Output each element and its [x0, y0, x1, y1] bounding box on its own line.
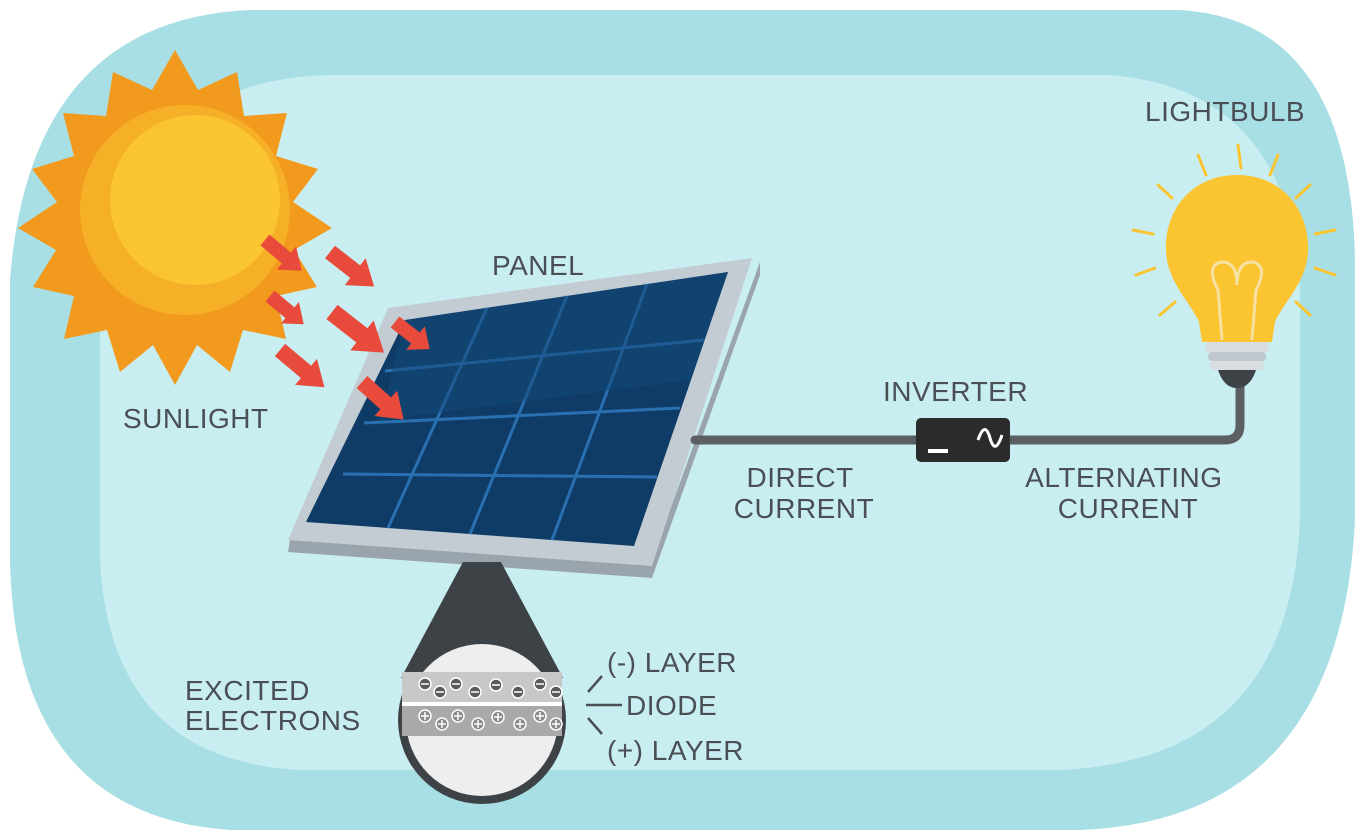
electron-icon [418, 677, 432, 691]
magnifier-icon [398, 562, 622, 804]
bulb-filament [1210, 260, 1264, 341]
sunlight-arrows [260, 234, 430, 420]
label-alternating-current: ALTERNATING CURRENT [1025, 462, 1231, 524]
diode-band [402, 702, 562, 706]
label-alternating-current-line1: ALTERNATING [1025, 462, 1222, 493]
label-positive-layer: (+) LAYER [607, 735, 744, 766]
proton-icon [435, 717, 449, 731]
sunlight-arrow-icon [265, 290, 304, 325]
bulb-glow-rays [1131, 143, 1337, 317]
label-sunlight: SUNLIGHT [123, 403, 269, 434]
proton-icon [471, 717, 485, 731]
electron-icon [511, 685, 525, 699]
sun-icon [18, 50, 332, 385]
sunlight-arrow-icon [274, 343, 325, 388]
proton-icon [491, 710, 505, 724]
wires [690, 375, 1245, 445]
electron-icon [489, 678, 503, 692]
label-inverter: INVERTER [883, 376, 1028, 407]
electron-icon [549, 685, 563, 699]
inverter-icon [916, 418, 1010, 462]
label-excited-electrons-line1: EXCITED [185, 675, 310, 706]
sunlight-arrow-icon [356, 376, 404, 420]
bulb-base [1205, 342, 1269, 388]
label-direct-current-line1: DIRECT [747, 462, 854, 493]
sunlight-arrow-icon [325, 245, 375, 287]
sunlight-arrow-icon [260, 234, 302, 271]
layer-pointers [586, 675, 622, 735]
background-inner [100, 75, 1300, 770]
label-negative-layer: (-) LAYER [607, 647, 737, 678]
label-alternating-current-line2: CURRENT [1058, 493, 1198, 524]
sun-disc-inner [110, 115, 280, 285]
label-panel: PANEL [492, 250, 584, 281]
proton-icon [451, 709, 465, 723]
ac-wire [1000, 375, 1245, 445]
electron-icon [468, 685, 482, 699]
electron-icon [433, 685, 447, 699]
proton-icon [418, 709, 432, 723]
proton-icon [549, 717, 563, 731]
electrons [418, 677, 563, 699]
sunlight-arrow-icon [390, 316, 430, 350]
label-excited-electrons-line2: ELECTRONS [185, 705, 361, 736]
label-direct-current-line2: CURRENT [734, 493, 874, 524]
label-lightbulb: LIGHTBULB [1145, 96, 1305, 127]
proton-icon [513, 717, 527, 731]
bulb-glass [1165, 175, 1309, 342]
inverter-wave [976, 428, 1004, 448]
panel-frame-side [288, 262, 760, 578]
inverter-body [916, 418, 1010, 462]
inverter-minus [928, 449, 948, 453]
label-direct-current: DIRECT CURRENT [734, 462, 874, 524]
sunlight-arrow-icon [326, 304, 385, 353]
labels: PANEL SUNLIGHT INVERTER LIGHTBULB DIRECT… [123, 96, 1305, 766]
label-diode: DIODE [626, 690, 717, 721]
electron-icon [449, 677, 463, 691]
lightbulb-icon [1131, 143, 1337, 388]
electron-icon [533, 677, 547, 691]
label-excited-electrons: EXCITED ELECTRONS [185, 675, 361, 736]
panel-shading [380, 272, 728, 420]
proton-icon [533, 709, 547, 723]
protons [418, 709, 563, 731]
